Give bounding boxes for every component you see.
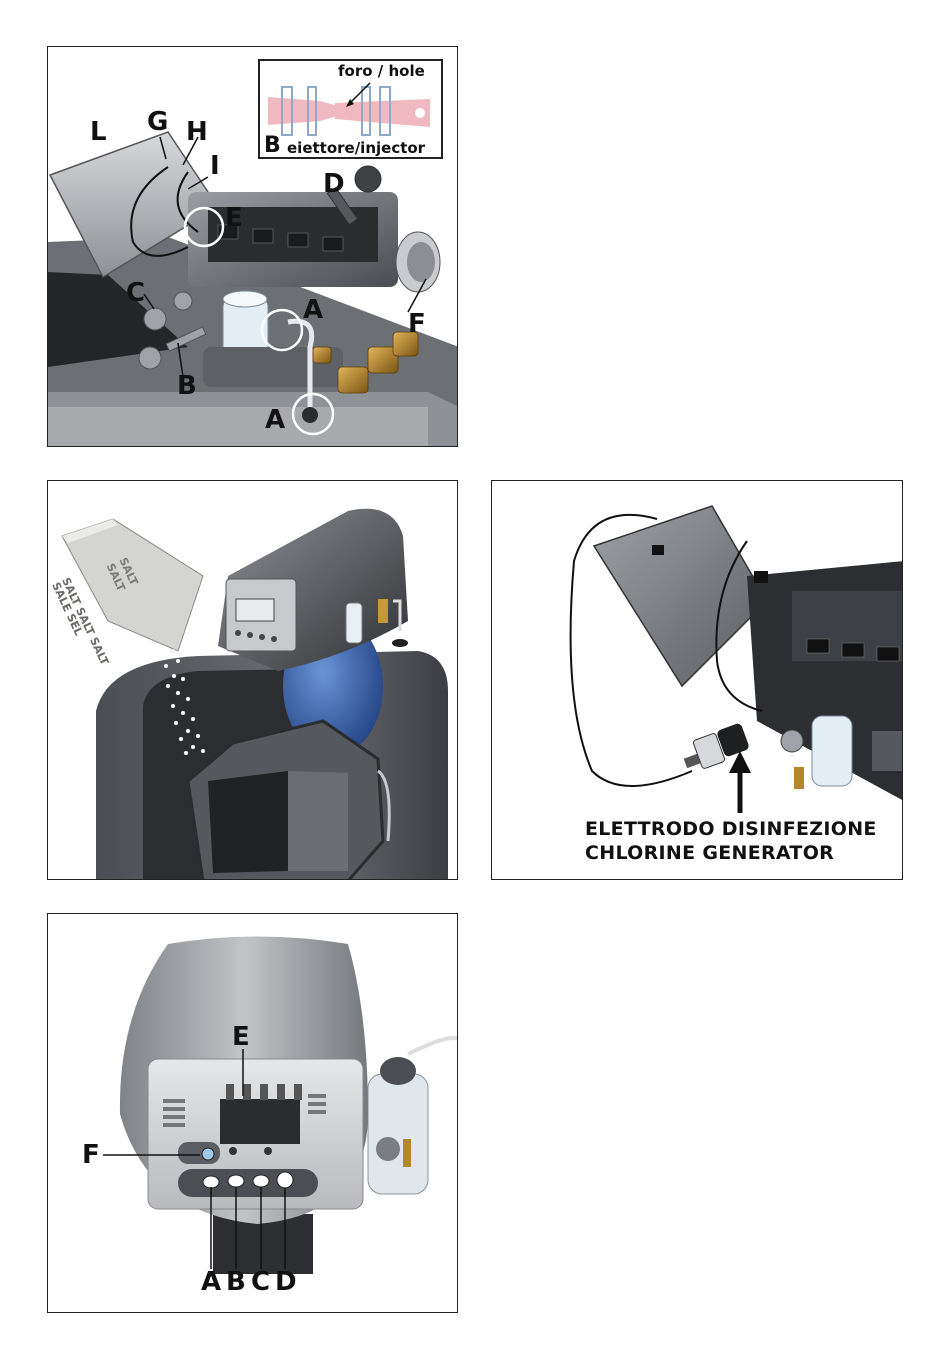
panel-control-front: E F A B C D [47,913,458,1313]
panel-valve-exploded: foro / hole B eiettore/injector L G H I … [47,46,458,447]
label-d: D [323,171,345,197]
inset-letter-b: B [264,135,281,157]
control-front-illustration [48,914,458,1313]
label-h: H [186,119,208,145]
label-c: C [126,280,145,306]
label-a-top: A [303,297,323,323]
label-g: G [147,109,168,135]
label-f-button: F [82,1142,100,1168]
label-f: F [408,311,426,337]
label-a-button: A [201,1269,221,1295]
panel-chlorine-generator: ELETTRODO DISINFEZIONE CHLORINE GENERATO… [491,480,903,880]
label-a-bottom: A [265,407,285,433]
label-i: I [210,153,220,179]
label-l: L [90,119,107,145]
label-d-button: D [275,1269,297,1295]
inset-injector-caption: eiettore/injector [287,141,425,156]
label-e: E [225,205,243,231]
label-b: B [177,373,197,399]
caption-electrode-it: ELETTRODO DISINFEZIONE [585,820,877,839]
label-c-button: C [251,1269,270,1295]
label-b-button: B [226,1269,246,1295]
caption-electrode-en: CHLORINE GENERATOR [585,844,834,863]
inset-hole-label: foro / hole [338,64,425,79]
label-e-display: E [232,1024,250,1050]
injector-inset: foro / hole B eiettore/injector [258,59,443,159]
